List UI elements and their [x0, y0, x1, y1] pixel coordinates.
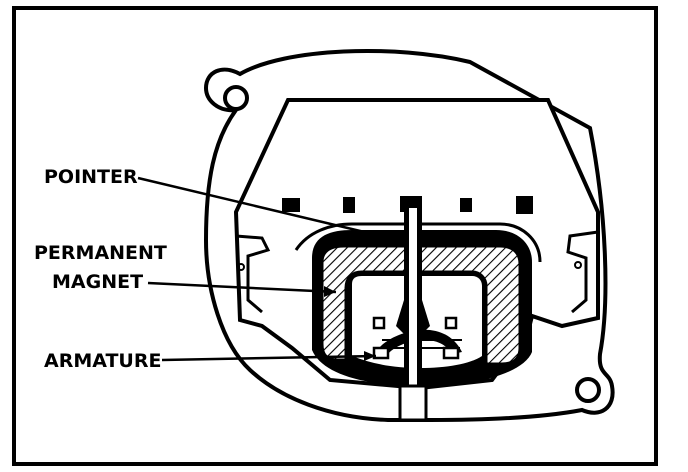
- armature-leader-line: [161, 354, 377, 362]
- pointer-needle: [396, 204, 430, 420]
- rivet-left: [237, 263, 245, 271]
- inner-guide-left: [235, 234, 271, 314]
- label-permanent: PERMANENT: [34, 242, 167, 264]
- rivet-right: [574, 261, 582, 269]
- magnet-leader-line: [147, 281, 337, 294]
- label-armature: ARMATURE: [44, 350, 161, 372]
- pointer-stand: [398, 384, 428, 422]
- mounting-hole-top-left: [223, 85, 249, 111]
- pointer-leader-line: [137, 176, 399, 242]
- inner-guide-right: [566, 230, 599, 314]
- scale-mark-4: [460, 198, 472, 212]
- label-magnet: MAGNET: [52, 271, 143, 293]
- scale-mark-2: [343, 197, 355, 213]
- chamber-outline: [294, 222, 542, 263]
- scale-mark-5: [516, 196, 533, 214]
- label-pointer: POINTER: [44, 166, 138, 188]
- scale-mark-1: [282, 198, 300, 212]
- armature: [372, 316, 462, 360]
- diagram-border: [12, 6, 658, 466]
- mounting-hole-bottom-right: [575, 377, 601, 403]
